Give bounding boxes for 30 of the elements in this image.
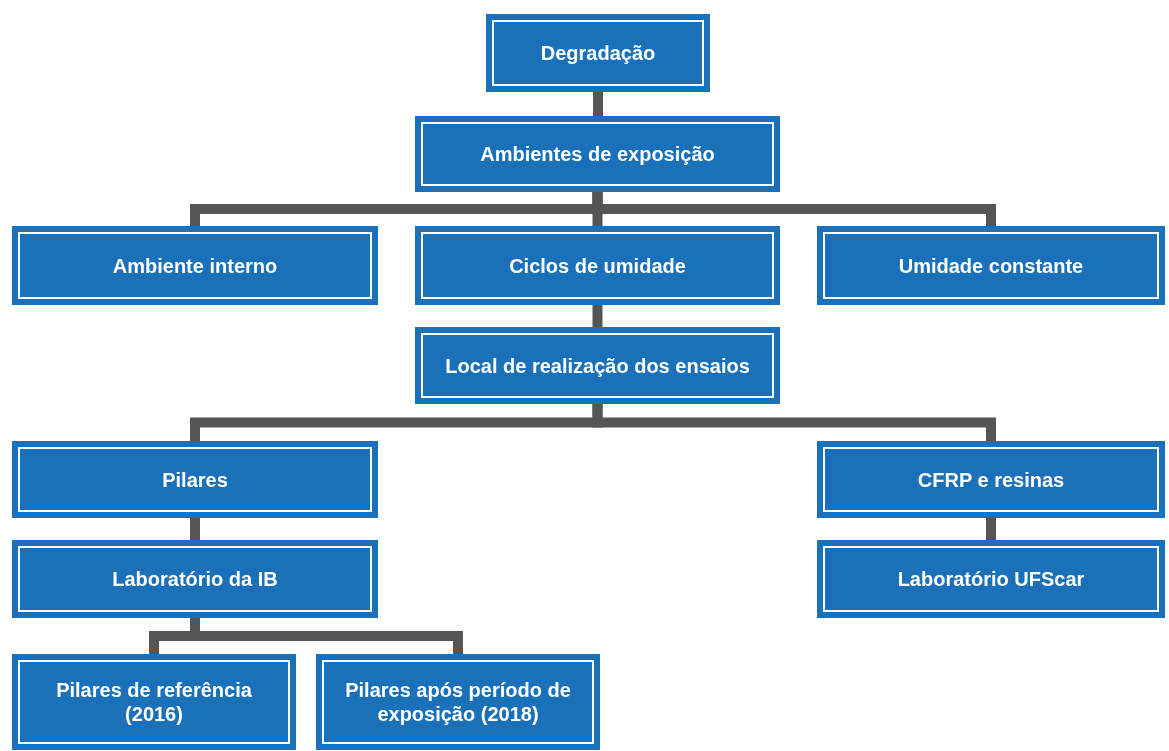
- category-box: [12, 226, 378, 305]
- box-label: Umidade constante: [898, 253, 1084, 278]
- connector-line: [190, 518, 200, 540]
- box-label: Ambiente interno: [112, 253, 278, 278]
- category-box: [415, 226, 780, 305]
- category-box: [415, 327, 780, 404]
- box-label: CFRP e resinas: [917, 467, 1065, 492]
- category-box: [817, 226, 1165, 305]
- box-label: Ciclos de umidade: [509, 253, 686, 278]
- connector-line: [593, 92, 603, 116]
- connector-line: [986, 518, 996, 540]
- box-label: Laboratório da IB: [112, 567, 278, 591]
- category-box: [415, 116, 780, 192]
- category-box: [486, 14, 710, 92]
- category-box: [817, 441, 1165, 518]
- box-label: Ambientes de exposição: [480, 142, 715, 166]
- box-label: Pilares de referência (2016): [55, 678, 253, 726]
- box-label: Local de realização dos ensaios: [445, 353, 750, 378]
- category-box: [12, 540, 378, 618]
- box-label: Laboratório UFScar: [897, 567, 1085, 591]
- connector-line: [592, 305, 603, 327]
- category-box: [12, 441, 378, 518]
- box-label: Degradação: [540, 41, 656, 65]
- category-box: [316, 654, 600, 750]
- category-box: [817, 540, 1165, 618]
- box-label: Pilares: [162, 467, 228, 492]
- box-label: Pilares após período de exposição (2018): [344, 678, 572, 726]
- connector-line: [592, 404, 996, 441]
- category-box: [12, 654, 296, 750]
- connector-line: [592, 192, 996, 226]
